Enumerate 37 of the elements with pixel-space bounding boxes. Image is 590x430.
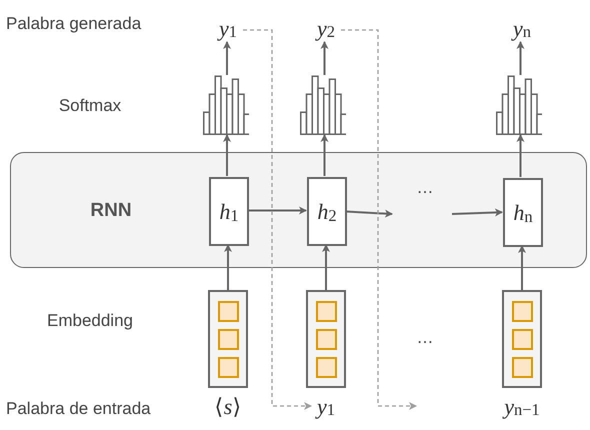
softmax-histogram <box>203 75 249 135</box>
arrow <box>452 208 503 216</box>
arrow <box>320 41 328 75</box>
ellipsis: … <box>416 327 434 349</box>
softmax-histogram <box>300 75 346 135</box>
arrow <box>223 41 231 75</box>
row-label: Softmax <box>58 95 122 117</box>
row-label: Embedding <box>46 310 134 332</box>
arrow <box>516 41 524 75</box>
rnn-layer-band <box>10 152 587 268</box>
softmax-histogram <box>496 75 542 135</box>
embedding-vector <box>502 290 542 388</box>
word-symbol: y$_{n}$ <box>505 14 539 42</box>
arrow <box>516 134 524 177</box>
word-symbol: y$_{n−1}$ <box>494 392 550 420</box>
arrow <box>320 134 328 176</box>
word-symbol: y$_{2}$ <box>311 14 341 42</box>
row-label: Palabra generada <box>6 13 142 35</box>
hidden-state-box: h$_{1}$ <box>209 177 249 246</box>
layer-label: RNN <box>89 199 133 223</box>
arrow <box>223 134 231 176</box>
word-symbol: ⟨s⟩ <box>206 392 250 420</box>
row-label: Palabra de entrada <box>6 398 152 420</box>
word-symbol: y$_{1}$ <box>213 14 243 42</box>
feedback-arrow <box>243 29 312 410</box>
embedding-vector <box>208 290 248 388</box>
arrow <box>248 206 307 214</box>
ellipsis: … <box>416 177 434 199</box>
hidden-state-box: h$_{2}$ <box>307 177 347 246</box>
hidden-state-box: h$_{n}$ <box>503 178 543 247</box>
word-symbol: y$_{1}$ <box>311 392 341 420</box>
arrow <box>224 244 232 290</box>
embedding-vector <box>306 290 346 388</box>
arrow <box>322 244 330 290</box>
feedback-arrow <box>341 29 417 410</box>
arrow <box>346 210 393 218</box>
arrow <box>518 245 526 290</box>
